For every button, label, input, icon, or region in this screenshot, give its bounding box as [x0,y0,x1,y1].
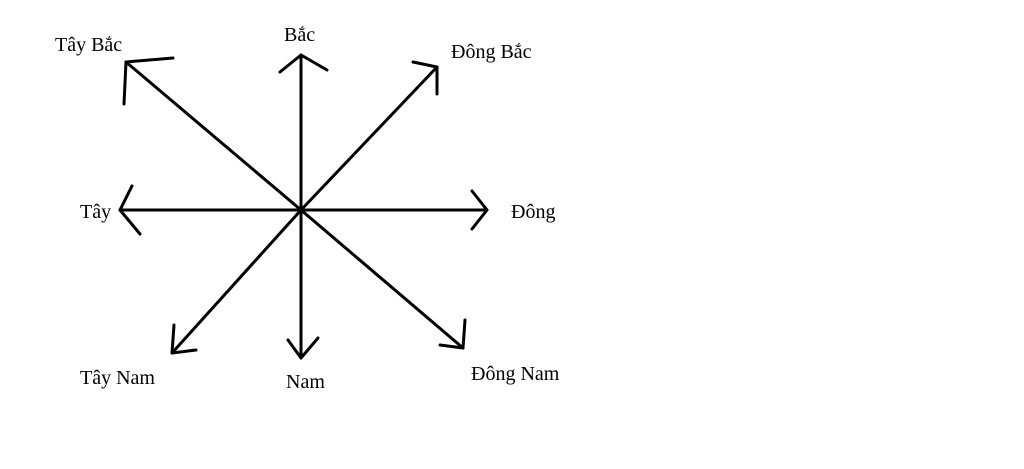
label-north: Bắc [284,24,315,46]
label-east: Đông [511,201,555,223]
label-southwest: Tây Nam [80,367,155,389]
arrow-northwest [122,56,303,212]
arrow-west [118,184,303,236]
arrow-north [278,53,329,212]
label-northeast: Đông Bắc [451,41,532,63]
label-southeast: Đông Nam [471,363,560,385]
arrow-south [286,208,320,360]
label-northwest: Tây Bắc [55,34,122,56]
arrow-east [299,189,489,231]
arrow-southwest [170,208,303,355]
label-south: Nam [286,371,325,393]
label-west: Tây [80,201,111,223]
arrow-southeast [299,208,467,350]
arrow-northeast [299,60,439,212]
